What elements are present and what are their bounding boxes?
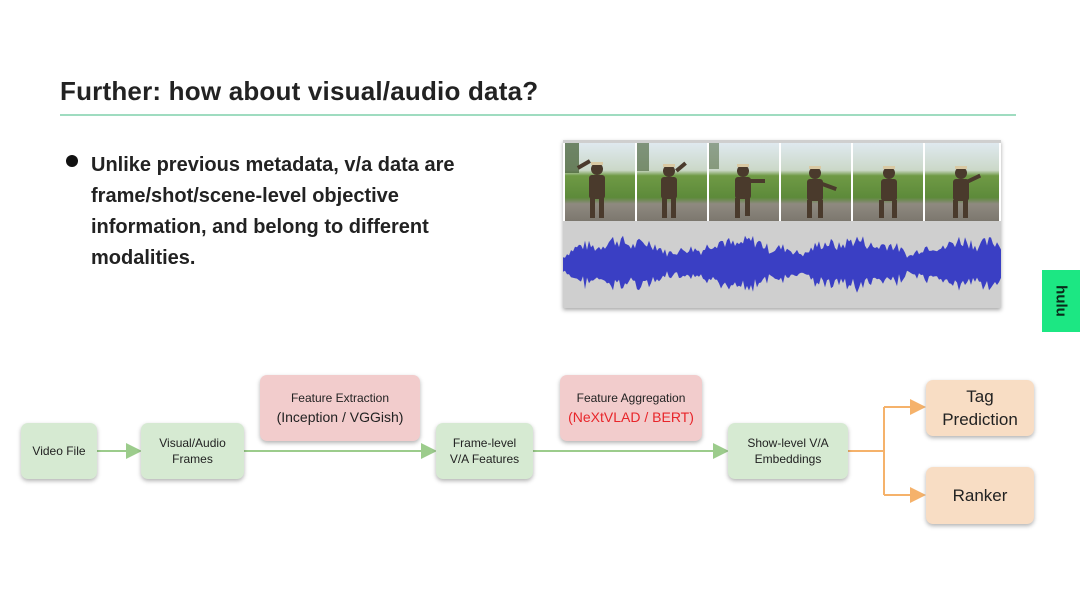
feature-aggregation-methods: (NeXtVLAD / BERT) [568, 409, 694, 425]
frame-features-box: Frame-level V/A Features [436, 423, 533, 479]
video-file-box: Video File [21, 423, 97, 479]
hulu-brand-tab: hulu [1042, 270, 1080, 332]
bullet-point: Unlike previous metadata, v/a data are f… [66, 150, 516, 274]
tag-prediction-label: Tag Prediction [942, 387, 1018, 429]
audio-waveform-image [563, 230, 1001, 300]
video-frames-image [565, 143, 999, 221]
show-embeddings-label: Show-level V/A Embeddings [747, 436, 829, 466]
video-file-label: Video File [32, 444, 86, 458]
feature-aggregation-label: Feature Aggregation [576, 391, 686, 405]
feature-extraction-methods: (Inception / VGGish) [276, 409, 404, 425]
ranker-box: Ranker [926, 467, 1034, 524]
feature-extraction-box: Feature Extraction (Inception / VGGish) [260, 375, 420, 441]
ranker-label: Ranker [952, 486, 1008, 505]
slide-title: Further: how about visual/audio data? [60, 76, 539, 106]
bullet-dot-icon [66, 155, 78, 167]
title-divider [60, 114, 1016, 116]
feature-aggregation-box: Feature Aggregation (NeXtVLAD / BERT) [560, 375, 702, 441]
feature-extraction-label: Feature Extraction [290, 391, 390, 405]
show-embeddings-box: Show-level V/A Embeddings [728, 423, 848, 479]
frame-features-label: Frame-level V/A Features [449, 436, 520, 466]
va-frames-label: Visual/Audio Frames [159, 436, 226, 466]
tag-prediction-box: Tag Prediction [926, 380, 1034, 436]
video-frame-strip [563, 143, 1001, 221]
va-frames-box: Visual/Audio Frames [141, 423, 244, 479]
bullet-text: Unlike previous metadata, v/a data are f… [91, 154, 455, 269]
video-audio-illustration [563, 140, 1001, 308]
